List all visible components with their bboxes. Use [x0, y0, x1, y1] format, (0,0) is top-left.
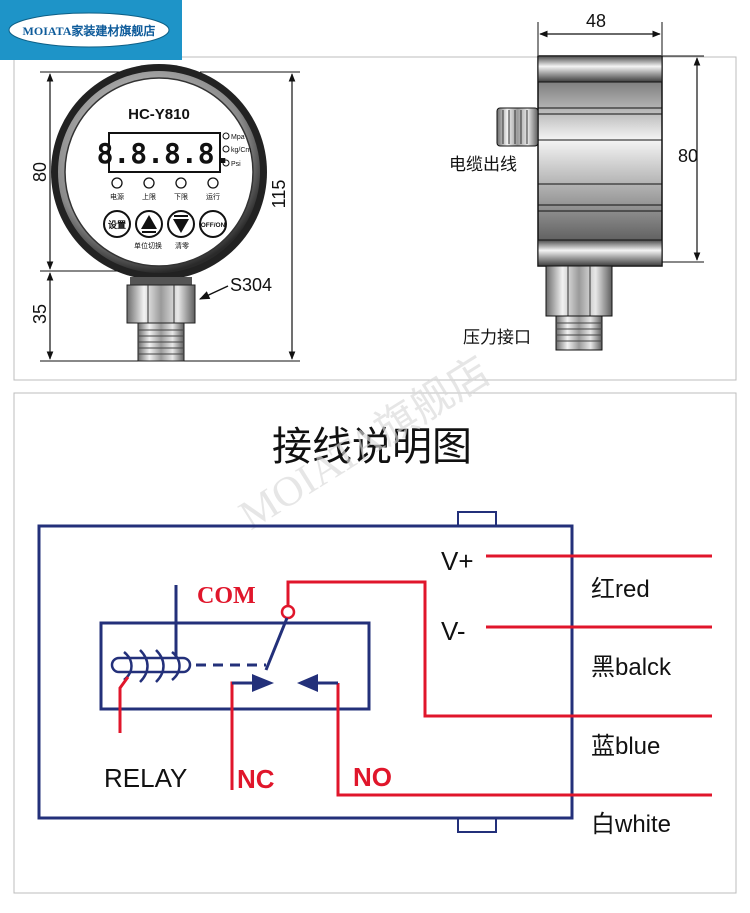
coil-windings — [123, 649, 181, 683]
dim-label-48: 48 — [586, 11, 606, 31]
model-label: HC-Y810 — [128, 106, 190, 123]
no-arrow-icon — [297, 674, 318, 692]
onoff-button-label: OFF/ON — [201, 222, 226, 229]
mount-tab-bottom — [457, 817, 497, 833]
wire-no — [336, 683, 712, 797]
indicator-power: 电源 — [110, 192, 124, 201]
top-panel: MOIATA家装建材旗舰店 HC-Y810 8.8.8.8. Mpa kg/Cm… — [0, 0, 737, 381]
coil-core — [110, 656, 192, 674]
nut-top — [130, 277, 192, 285]
wiring-panel-frame — [13, 392, 737, 894]
terminal-no: NO — [353, 762, 392, 792]
side-cap-top — [537, 55, 663, 83]
side-thread — [555, 315, 603, 351]
wire-label-white: 白white — [591, 811, 671, 838]
gland-knurl — [502, 110, 528, 144]
wire-label-black: 黑balck — [591, 654, 672, 681]
side-cap-bottom — [537, 239, 663, 267]
dim-label-side-80: 80 — [678, 146, 698, 166]
wire-label-red: 红red — [591, 576, 650, 603]
set-button-label: 设置 — [108, 219, 126, 231]
terminal-com: COM — [197, 583, 256, 609]
up-arrow-icon — [141, 215, 157, 229]
switch-arm — [264, 617, 289, 671]
side-nut — [545, 265, 613, 317]
unit-led-mpa — [222, 132, 230, 140]
device-front-view: HC-Y810 8.8.8.8. Mpa kg/Cm Psi 电源 上限 下限 … — [30, 64, 300, 362]
onoff-button[interactable] — [199, 210, 227, 238]
terminal-vminus: V- — [441, 616, 466, 646]
relay-coil — [110, 585, 266, 683]
material-label: S304 — [230, 275, 272, 295]
store-badge: MOIATA家装建材旗舰店 — [0, 0, 182, 60]
device-side-view: 48 电缆出线 — [449, 11, 704, 351]
led-run — [207, 177, 219, 189]
side-ribs — [538, 107, 662, 212]
indicator-lower: 下限 — [174, 192, 188, 201]
dim-label-115: 115 — [269, 180, 289, 209]
terminal-relay: RELAY — [104, 763, 187, 793]
indicator-upper: 上限 — [142, 192, 156, 201]
threads — [138, 329, 184, 355]
unit-kgcm: kg/Cm — [231, 147, 251, 154]
port-label: 压力接口 — [463, 328, 531, 348]
store-badge-text: MOIATA家装建材旗舰店 — [23, 23, 156, 38]
caption-unit-switch: 单位切换 — [134, 241, 162, 250]
unit-led-kgcm — [222, 145, 230, 153]
terminal-vplus: V+ — [441, 546, 474, 576]
mount-tab-top — [457, 511, 497, 527]
cable-label: 电缆出线 — [449, 155, 517, 175]
wire-label-blue: 蓝blue — [591, 733, 660, 760]
led-lower — [175, 177, 187, 189]
wiring-title: 接线说明图 — [272, 424, 472, 470]
terminal-nc: NC — [237, 764, 275, 794]
down-arrow-bar — [174, 215, 188, 217]
digital-display — [108, 132, 221, 173]
unit-led-psi — [222, 159, 230, 167]
display-digits: 8.8.8.8. — [97, 137, 232, 170]
side-body — [537, 55, 663, 267]
down-arrow-icon — [173, 219, 189, 233]
unit-mpa: Mpa — [231, 134, 245, 141]
relay-box — [99, 621, 371, 711]
wire-com — [286, 580, 712, 718]
hex-nut — [126, 284, 196, 324]
led-power — [111, 177, 123, 189]
cable-gland — [496, 107, 539, 147]
store-badge-oval — [8, 12, 170, 48]
coil-wire — [118, 676, 130, 733]
device-frame — [37, 524, 574, 820]
led-upper — [143, 177, 155, 189]
nc-arrow-icon — [252, 674, 274, 692]
indicator-run: 运行 — [206, 192, 220, 201]
dim-label-80: 80 — [30, 162, 50, 182]
set-button[interactable] — [103, 210, 131, 238]
wiring-panel: 接线说明图 MOIATA旗舰店 V+ V- COM — [13, 349, 737, 894]
up-arrow-bar — [142, 231, 156, 233]
caption-zero: 清零 — [175, 241, 189, 250]
s304-leader — [199, 285, 229, 300]
side-threads — [556, 322, 602, 342]
dim-label-35: 35 — [30, 304, 50, 324]
unit-psi: Psi — [231, 161, 241, 168]
com-contact — [280, 604, 296, 620]
